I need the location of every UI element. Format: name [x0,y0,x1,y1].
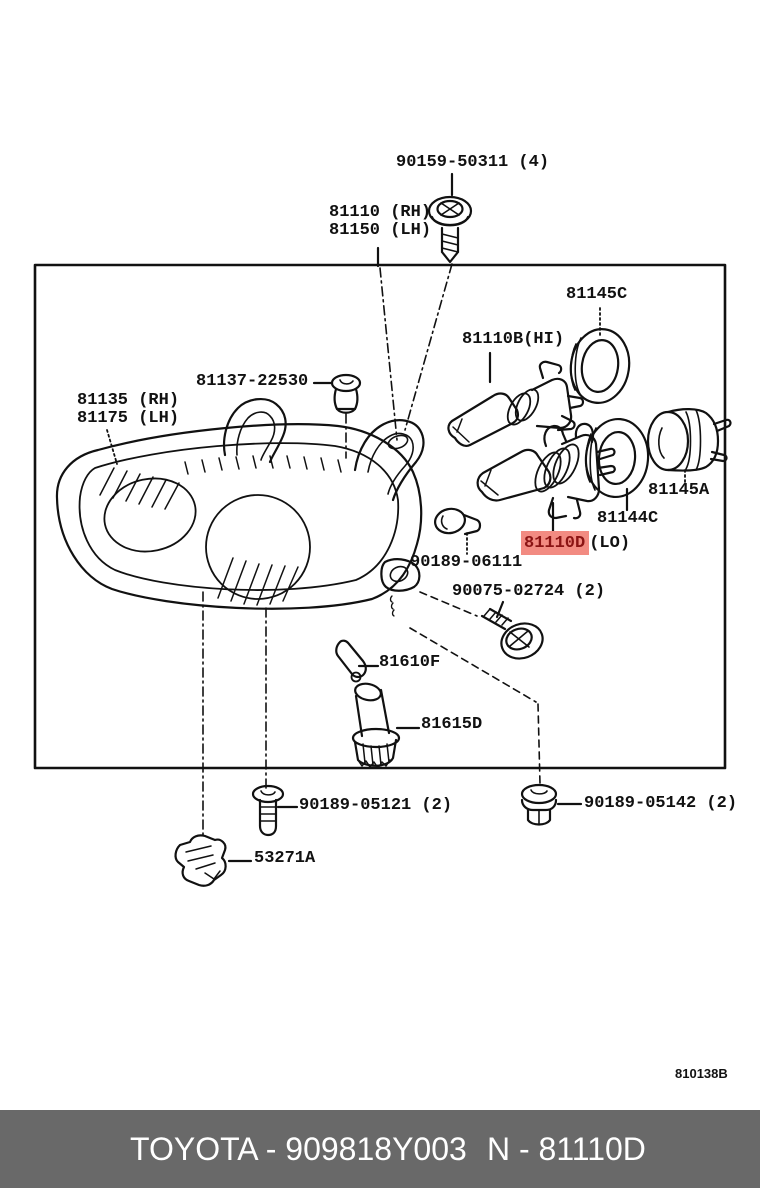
clip-53271a-drawing [174,834,253,887]
label-81610f[interactable]: 81610F [379,653,441,672]
bolt-06111-drawing [434,507,482,555]
screw-05121-drawing [251,784,299,837]
bulb-lo-drawing [476,422,616,536]
label-81175-lh[interactable]: 81175 (LH) [77,409,180,428]
label-81615d[interactable]: 81615D [421,715,483,734]
figure-code: 810138B [675,1066,728,1081]
label-53271a[interactable]: 53271A [254,849,316,868]
label-81110-rh[interactable]: 81110 (RH) [329,203,432,222]
cap-81145a-drawing [646,408,732,484]
seal-ring-81145c-drawing [569,307,631,404]
footer-bar: TOYOTA - 909818Y003 N - 81110D [0,1110,760,1188]
bolt-81137-drawing [312,373,362,459]
label-81110d-row: 81110D(LO) [521,531,631,555]
socket-81615d-drawing [351,682,421,769]
label-81150-lh[interactable]: 81150 (LH) [329,221,432,240]
label-90189-06111[interactable]: 90189-06111 [410,553,523,572]
label-81137-22530[interactable]: 81137-22530 [196,372,309,391]
label-81145c[interactable]: 81145C [566,285,628,304]
screw-02724-drawing [480,600,544,660]
bulb-hi-drawing [447,351,585,447]
diagram-frame [33,263,727,770]
label-90159-50311[interactable]: 90159-50311 (4) [396,153,550,172]
label-81144c[interactable]: 81144C [597,509,659,528]
label-81135-rh[interactable]: 81135 (RH) [77,391,180,410]
label-lo-beam: (LO) [589,534,631,553]
label-90189-05142[interactable]: 90189-05142 (2) [584,794,738,813]
housing-label-leader [106,429,118,465]
grommet-05142-drawing [520,783,583,826]
label-81145a[interactable]: 81145A [648,481,710,500]
footer-part-number: N - 81110D [487,1131,646,1167]
screw-90159-drawing [404,172,473,431]
label-81110b-hi[interactable]: 81110B(HI) [462,330,565,349]
label-90075-02724[interactable]: 90075-02724 (2) [452,582,606,601]
headlamp-unit-drawing [55,398,425,617]
label-90189-05121[interactable]: 90189-05121 (2) [299,796,453,815]
label-81110d-highlighted[interactable]: 81110D [521,531,590,555]
leader-dashes [202,591,541,837]
seal-ring-81144c-drawing [584,417,650,512]
bulb-81610f-drawing [335,639,380,683]
unit-label-leader [376,246,398,441]
footer-part-reference: TOYOTA - 909818Y003 [130,1131,467,1167]
